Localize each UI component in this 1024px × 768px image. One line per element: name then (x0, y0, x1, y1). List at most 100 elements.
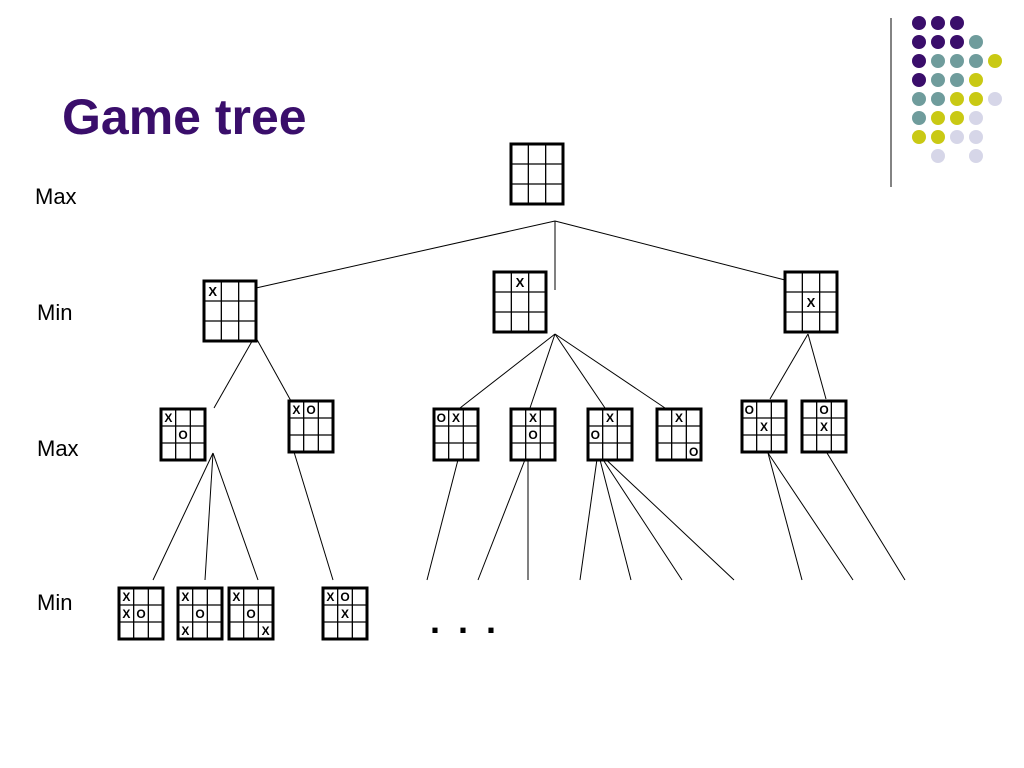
decorative-dot (950, 73, 964, 87)
board-cell-mark: X (675, 411, 683, 425)
decorative-dot-grid (890, 16, 1002, 187)
board-cell-mark: O (246, 607, 255, 621)
decorative-dot (950, 54, 964, 68)
board-cell-mark: O (528, 428, 537, 442)
decorative-dot (912, 54, 926, 68)
tree-edge (579, 451, 599, 581)
board-cell-mark: X (606, 411, 614, 425)
level-label-max-1: Max (35, 184, 77, 209)
board-cell-mark: X (326, 590, 334, 604)
board-frame (586, 407, 634, 462)
board-frame (117, 586, 165, 641)
board-cell-mark: X (807, 295, 816, 310)
board-cell-mark: O (178, 428, 187, 442)
decorative-dot (931, 16, 945, 30)
board-frame (432, 407, 480, 462)
decorative-dot (969, 149, 983, 163)
board-cell-mark: X (760, 420, 768, 434)
board-frame (176, 586, 224, 641)
decorative-dot (969, 73, 983, 87)
tree-edge (213, 335, 256, 409)
board-n2: XOX (176, 586, 224, 641)
board-cell-mark: O (437, 411, 446, 425)
decorative-dot (950, 92, 964, 106)
decorative-dot (931, 130, 945, 144)
decorative-dot (988, 54, 1002, 68)
board-cell-mark: O (195, 607, 204, 621)
board-frame (783, 270, 839, 334)
board-m1: X (202, 279, 258, 343)
tree-edge (769, 333, 809, 400)
decorative-dot (931, 35, 945, 49)
board-cell-mark: O (340, 590, 349, 604)
decorative-dot (969, 111, 983, 125)
board-cell-mark: X (181, 624, 189, 638)
decorative-dot (950, 111, 964, 125)
board-cell-mark: O (745, 403, 754, 417)
decorative-dot (931, 73, 945, 87)
board-cell-mark: O (306, 403, 315, 417)
tree-edge (152, 452, 214, 581)
tree-edge (459, 333, 556, 409)
board-cell-mark: X (341, 607, 349, 621)
decorative-dot (912, 35, 926, 49)
decorative-dot (912, 16, 926, 30)
tree-edge (554, 333, 606, 409)
ellipsis: . . . (430, 600, 501, 641)
level-label-min-1: Min (37, 300, 73, 325)
tree-edge (807, 333, 827, 400)
board-frame (509, 142, 565, 206)
tree-edge (212, 452, 259, 581)
board-frame (655, 407, 703, 462)
tree-edge (426, 451, 461, 581)
decorative-dot (931, 92, 945, 106)
tree-edge (767, 452, 803, 581)
board-cell-mark: O (591, 428, 600, 442)
board-x6: XO (655, 407, 703, 462)
tree-edge (204, 452, 214, 581)
board-frame (740, 399, 788, 454)
decorative-dot (969, 54, 983, 68)
board-frame (159, 407, 207, 462)
board-cell-mark: X (164, 411, 172, 425)
board-x4: XO (509, 407, 557, 462)
decorative-dot (931, 149, 945, 163)
tree-edge (529, 333, 556, 409)
board-frame (227, 586, 275, 641)
decorative-dot (988, 92, 1002, 106)
board-cell-mark: X (122, 590, 130, 604)
tree-edge (255, 220, 556, 289)
tree-edge (554, 333, 666, 409)
board-x5: XO (586, 407, 634, 462)
decorative-dot (931, 111, 945, 125)
board-cell-mark: X (262, 624, 270, 638)
tree-edge (254, 335, 292, 402)
board-frame (202, 279, 258, 343)
decorative-dot (931, 54, 945, 68)
decorative-dot (912, 111, 926, 125)
board-cell-mark: X (529, 411, 537, 425)
decorative-dot (912, 130, 926, 144)
tree-edge (597, 451, 735, 581)
board-m3: X (783, 270, 839, 334)
decorative-dot (969, 35, 983, 49)
tree-edge (554, 220, 786, 281)
board-frame (509, 407, 557, 462)
board-cell-mark: X (516, 275, 525, 290)
board-cell-mark: X (452, 411, 460, 425)
board-cell-mark: X (181, 590, 189, 604)
decorative-dot (912, 73, 926, 87)
level-label-min-2: Min (37, 590, 73, 615)
board-frame (321, 586, 369, 641)
board-cell-mark: O (819, 403, 828, 417)
tree-edge (826, 452, 906, 581)
board-m2: X (492, 270, 548, 334)
decorative-dot (950, 35, 964, 49)
board-cell-mark: O (689, 445, 698, 459)
board-cell-mark: X (232, 590, 240, 604)
